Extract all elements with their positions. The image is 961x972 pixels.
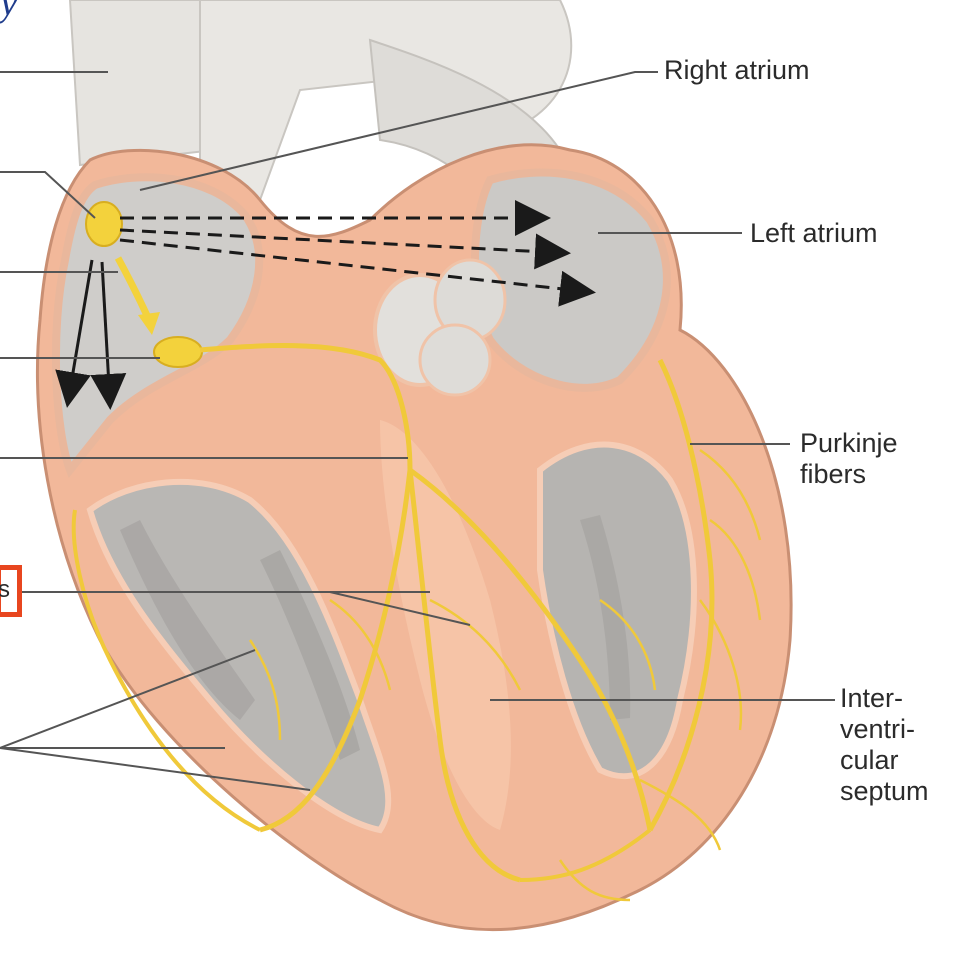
- sa-node: [86, 202, 122, 246]
- superior-vena-cava: [70, 0, 215, 165]
- label-interventricular-septum: Inter- ventri- cular septum: [840, 683, 929, 807]
- label-right-atrium: Right atrium: [664, 55, 810, 86]
- highlighted-label-fragment: s: [0, 576, 10, 604]
- label-left-atrium: Left atrium: [750, 218, 878, 249]
- label-purkinje-fibers: Purkinje fibers: [800, 428, 898, 490]
- left-atrium-chamber: [475, 173, 667, 388]
- av-node: [154, 337, 202, 367]
